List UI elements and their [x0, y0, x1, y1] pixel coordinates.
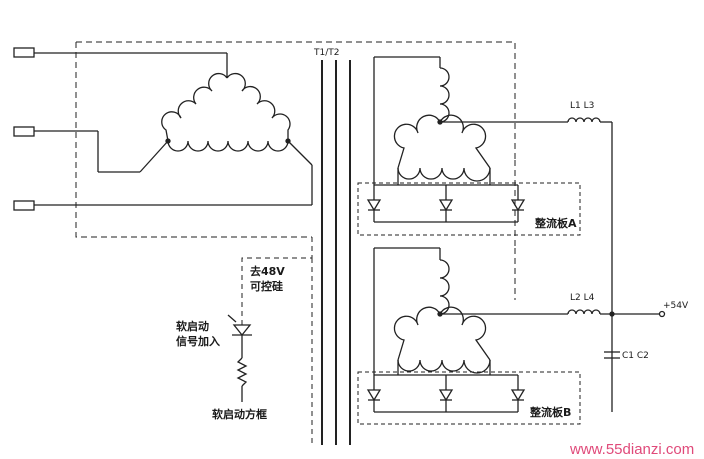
primary-winding	[161, 72, 291, 152]
soft-start-signal-label-1: 软启动	[176, 319, 209, 333]
resistor-icon	[236, 357, 248, 387]
diode-icon	[510, 199, 526, 212]
output-filter	[567, 117, 666, 412]
output-terminal[interactable]	[658, 310, 666, 318]
thyristor-icon	[232, 324, 252, 337]
capacitor-label: C1 C2	[622, 351, 649, 361]
transformer-core	[321, 60, 351, 445]
diode-icon	[510, 389, 526, 402]
watermark: www.55dianzi.com	[569, 441, 694, 458]
transformer-label: T1/T2	[313, 48, 339, 58]
input-terminal-1[interactable]	[13, 47, 35, 58]
secondary-winding-b	[373, 247, 568, 375]
inductor-a-label: L1 L3	[570, 101, 594, 111]
control-label-bottom: 可控硅	[250, 279, 283, 293]
diode-icon	[366, 389, 382, 402]
soft-start-signal-label-2: 信号加入	[176, 334, 220, 348]
inductor-b-icon	[567, 309, 601, 315]
output-voltage-label: +54V	[663, 301, 689, 311]
input-terminal-2[interactable]	[13, 126, 35, 137]
diode-icon	[366, 199, 382, 212]
diode-icon	[438, 199, 454, 212]
control-label-top: 去48V	[250, 264, 285, 278]
input-terminals	[13, 47, 313, 211]
soft-start-circuit	[227, 237, 313, 445]
rectifier-board-a	[357, 182, 581, 236]
primary-enclosure	[75, 41, 516, 238]
inductor-b-label: L2 L4	[570, 293, 595, 303]
inductor-a-icon	[567, 117, 601, 123]
secondary-winding-a	[373, 56, 568, 185]
rectifier-board-b	[357, 371, 581, 425]
diode-icon	[438, 389, 454, 402]
soft-start-board-label: 软启动方框	[212, 407, 267, 421]
input-terminal-3[interactable]	[13, 200, 35, 211]
rectifier-b-label: 整流板B	[529, 405, 571, 419]
rectifier-a-label: 整流板A	[534, 216, 577, 230]
